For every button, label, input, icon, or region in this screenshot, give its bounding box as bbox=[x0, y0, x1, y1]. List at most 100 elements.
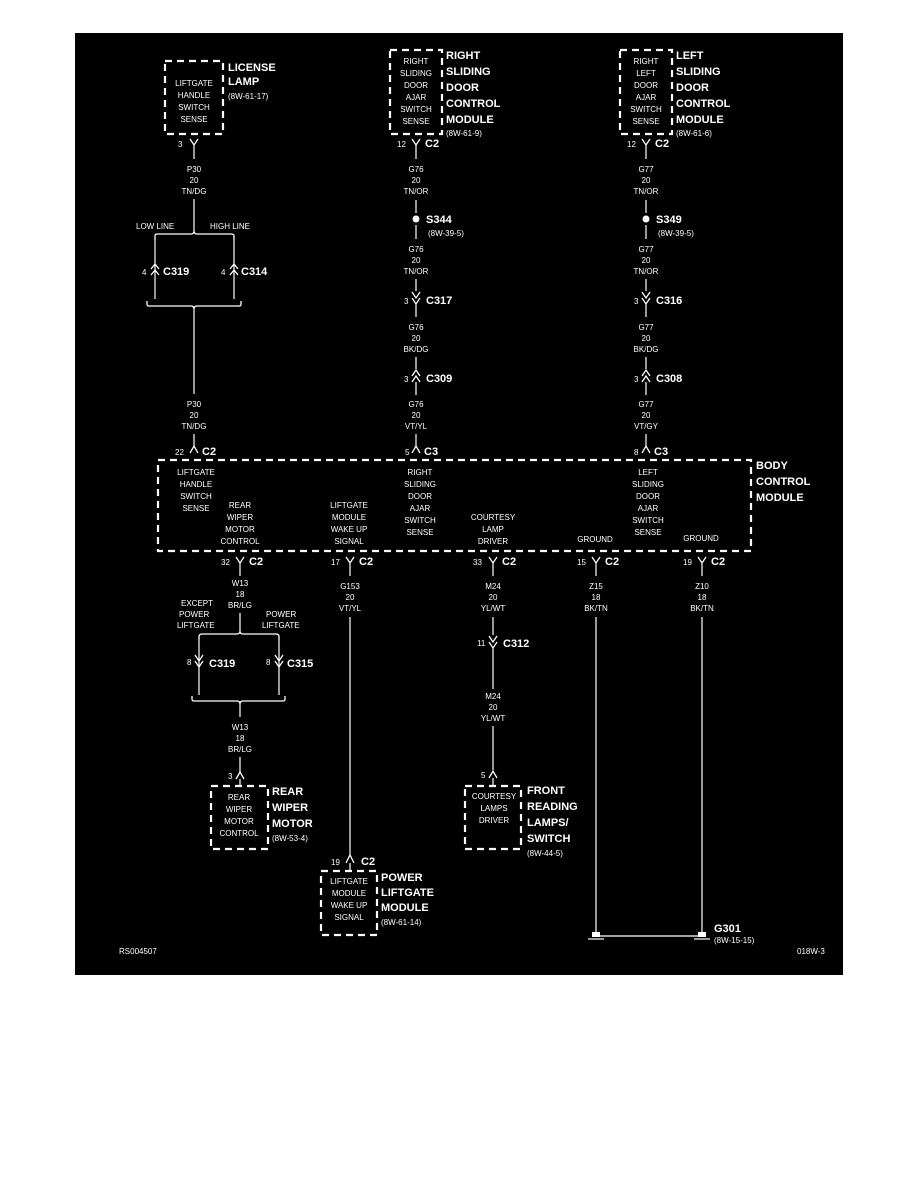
ground-circuits: 15 C2 Z15 18 BK/TN 19 C2 Z10 18 BK/TN G3… bbox=[577, 556, 755, 945]
bcm-c2-17-name: C2 bbox=[359, 556, 373, 568]
g77-3-code: G77 bbox=[638, 323, 654, 332]
g76-1-gauge: 20 bbox=[412, 176, 421, 185]
w13-top-gauge: 18 bbox=[236, 590, 245, 599]
lamps-name-3: LAMPS/ bbox=[527, 817, 569, 829]
rd-box-line-2: SLIDING bbox=[400, 69, 432, 78]
bcm-wake-3: WAKE UP bbox=[331, 525, 368, 534]
g76-3-gauge: 20 bbox=[412, 334, 421, 343]
g76-circuit: 12 C2 G76 20 TN/OR S344 (8W-39-5) G76 20… bbox=[397, 138, 464, 458]
bcm-lajar-2: SLIDING bbox=[632, 480, 664, 489]
bcm-name-line-1: BODY bbox=[756, 460, 788, 472]
g76-4-color: VT/YL bbox=[405, 422, 428, 431]
bcm-c2-15-pin: 15 bbox=[577, 558, 586, 567]
lamps-pin: 5 bbox=[481, 771, 486, 780]
c308-pin: 3 bbox=[634, 375, 639, 384]
g76-1-code: G76 bbox=[408, 165, 424, 174]
g77-circuit: 12 C2 G77 20 TN/OR S349 (8W-39-5) G77 20… bbox=[627, 138, 694, 458]
plm-box-3: WAKE UP bbox=[331, 901, 368, 910]
bcm-rajar-5: SWITCH bbox=[404, 516, 436, 525]
plm-box-1: LIFTGATE bbox=[330, 877, 368, 886]
bcm-c3-5-pin: 5 bbox=[405, 448, 410, 457]
ground-symbol-left bbox=[588, 932, 604, 940]
plm-conn: C2 bbox=[361, 856, 375, 868]
s349-ref: (8W-39-5) bbox=[658, 229, 694, 238]
m24-bot-gauge: 20 bbox=[489, 703, 498, 712]
ld-conn: C2 bbox=[655, 138, 669, 150]
c314-name: C314 bbox=[241, 266, 268, 278]
g77-4-code: G77 bbox=[638, 400, 654, 409]
g77-2-gauge: 20 bbox=[642, 256, 651, 265]
rd-name-line-2: SLIDING bbox=[446, 66, 491, 78]
rd-name-line-4: CONTROL bbox=[446, 98, 501, 110]
ld-box-line-3: DOOR bbox=[634, 81, 658, 90]
rd-box-line-1: RIGHT bbox=[404, 57, 429, 66]
p30-top-code: P30 bbox=[187, 165, 202, 174]
rd-box-line-3: DOOR bbox=[404, 81, 428, 90]
g76-3-color: BK/DG bbox=[404, 345, 429, 354]
lamps-box-3: DRIVER bbox=[479, 816, 509, 825]
bcm-rajar-1: RIGHT bbox=[408, 468, 433, 477]
c319b-name: C319 bbox=[209, 658, 235, 670]
bcm-wiper-1: REAR bbox=[229, 501, 251, 510]
ld-name-line-4: CONTROL bbox=[676, 98, 731, 110]
plm-name-3: MODULE bbox=[381, 902, 429, 914]
rd-box-line-4: AJAR bbox=[406, 93, 427, 102]
license-box-line-1: LIFTGATE bbox=[175, 79, 213, 88]
except-power-3: LIFTGATE bbox=[177, 621, 215, 630]
license-box-line-4: SENSE bbox=[180, 115, 207, 124]
body-control-module: BODY CONTROL MODULE LIFTGATE HANDLE SWIT… bbox=[156, 458, 811, 553]
rd-box-line-5: SWITCH bbox=[400, 105, 432, 114]
rd-pin: 12 bbox=[397, 140, 406, 149]
wiper-box-3: MOTOR bbox=[224, 817, 254, 826]
m24-bot-color: YL/WT bbox=[481, 714, 506, 723]
g77-1-gauge: 20 bbox=[642, 176, 651, 185]
bcm-c3-8-pin: 8 bbox=[634, 448, 639, 457]
code-left: RS004507 bbox=[119, 947, 157, 956]
g153-code: G153 bbox=[340, 582, 360, 591]
bcm-courtesy-2: LAMP bbox=[482, 525, 504, 534]
g77-3-gauge: 20 bbox=[642, 334, 651, 343]
wiper-box-2: WIPER bbox=[226, 805, 252, 814]
rd-name-line-3: DOOR bbox=[446, 82, 479, 94]
bcm-liftgate-4: SENSE bbox=[182, 504, 209, 513]
c312-name: C312 bbox=[503, 638, 529, 650]
license-name-line-1: LICENSE bbox=[228, 62, 276, 74]
g77-1-color: TN/OR bbox=[634, 187, 659, 196]
bcm-c2-19-name: C2 bbox=[711, 556, 725, 568]
lamps-name-2: READING bbox=[527, 801, 578, 813]
c314-pin: 4 bbox=[221, 268, 226, 277]
z10-color: BK/TN bbox=[690, 604, 714, 613]
bcm-name-line-3: MODULE bbox=[756, 492, 804, 504]
high-line-label: HIGH LINE bbox=[210, 222, 250, 231]
p30-circuit: 3 P30 20 TN/DG LOW LINE HIGH LINE 4 C319… bbox=[136, 138, 268, 458]
rd-name-line-1: RIGHT bbox=[446, 50, 481, 62]
ld-box-line-2: LEFT bbox=[636, 69, 656, 78]
bcm-courtesy-1: COURTESY bbox=[471, 513, 516, 522]
bcm-name-line-2: CONTROL bbox=[756, 476, 811, 488]
z10-gauge: 18 bbox=[698, 593, 707, 602]
ld-ref: (8W-61-6) bbox=[676, 129, 712, 138]
g77-2-code: G77 bbox=[638, 245, 654, 254]
bcm-wake-1: LIFTGATE bbox=[330, 501, 368, 510]
c315-pin: 8 bbox=[266, 658, 271, 667]
bcm-c2-22-name: C2 bbox=[202, 446, 216, 458]
ld-pin: 12 bbox=[627, 140, 636, 149]
c308-name: C308 bbox=[656, 373, 682, 385]
w13-bot-code: W13 bbox=[232, 723, 249, 732]
bcm-c3-5-name: C3 bbox=[424, 446, 438, 458]
wiper-name-2: WIPER bbox=[272, 802, 308, 814]
bcm-c2-33-pin: 33 bbox=[473, 558, 482, 567]
g77-4-gauge: 20 bbox=[642, 411, 651, 420]
c309-pin: 3 bbox=[404, 375, 409, 384]
g77-2-color: TN/OR bbox=[634, 267, 659, 276]
lamps-box-1: COURTESY bbox=[472, 792, 517, 801]
s344-splice-dot bbox=[412, 215, 420, 223]
s349-splice-dot bbox=[642, 215, 650, 223]
lic-pin: 3 bbox=[178, 140, 183, 149]
except-power-1: EXCEPT bbox=[181, 599, 213, 608]
ld-name-line-1: LEFT bbox=[676, 50, 704, 62]
w13-circuit: 32 C2 W13 18 BR/LG EXCEPT POWER LIFTGATE… bbox=[177, 556, 313, 851]
code-right: 018W-3 bbox=[797, 947, 825, 956]
bcm-c2-33-name: C2 bbox=[502, 556, 516, 568]
c315-name: C315 bbox=[287, 658, 313, 670]
